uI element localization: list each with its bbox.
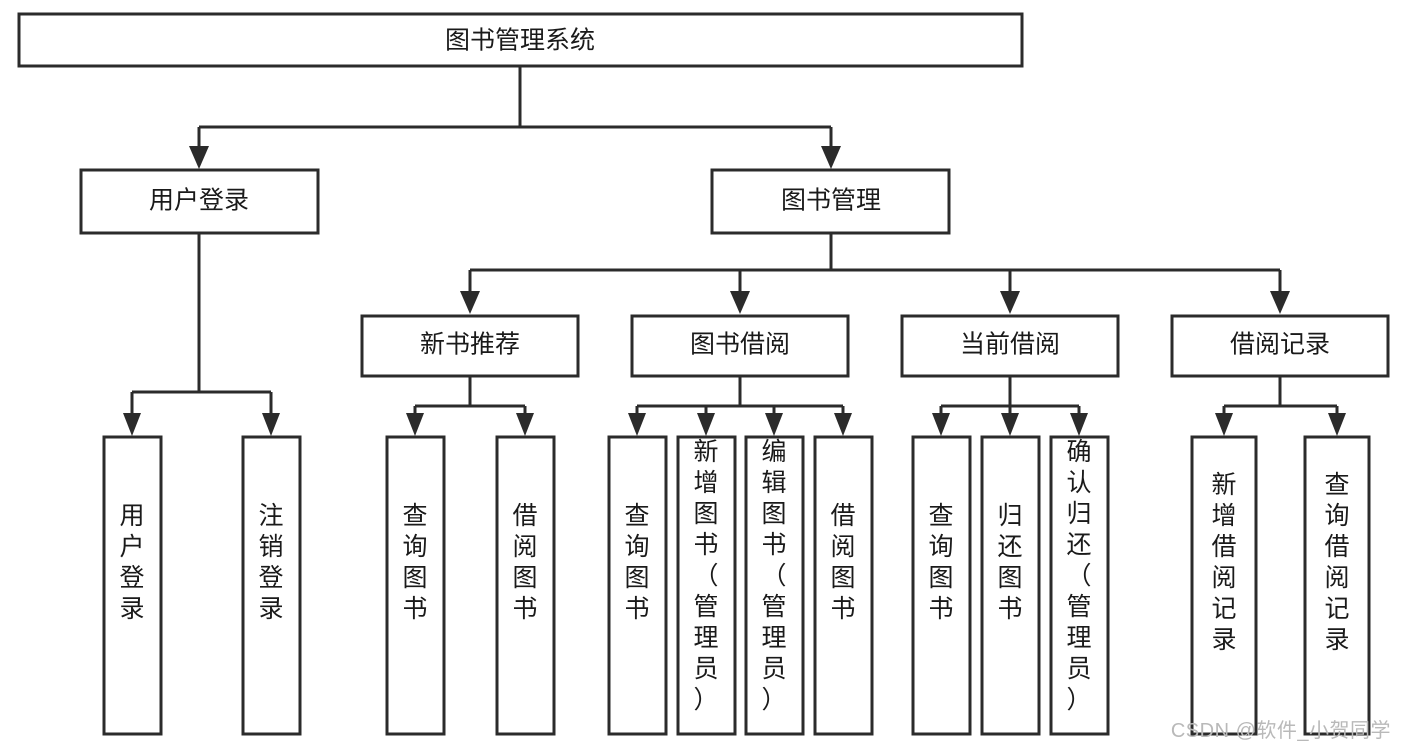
node-leaf-add-book-box[interactable] xyxy=(676,435,737,736)
node-leaf-add-record[interactable]: 新增借阅记录 xyxy=(1190,435,1258,736)
arrowhead-leaf-query-book-2 xyxy=(628,413,646,436)
node-current-borrow[interactable]: 当前借阅 xyxy=(900,314,1120,378)
arrowhead-user-login xyxy=(189,146,209,169)
connector-group-new-book-rec-to-leaves xyxy=(406,376,534,436)
node-leaf-logout[interactable]: 注销登录 xyxy=(241,435,302,736)
node-book-manage-label: 图书管理 xyxy=(781,187,881,215)
node-leaf-user-login-label: 用户登录 xyxy=(119,502,144,623)
node-book-manage-box[interactable] xyxy=(710,168,951,235)
node-leaf-query-book-2-label: 查询图书 xyxy=(624,502,649,623)
node-leaf-edit-book-box[interactable] xyxy=(744,435,805,736)
node-leaf-add-record-label: 新增借阅记录 xyxy=(1211,471,1236,654)
node-new-book-rec-box[interactable] xyxy=(360,314,580,378)
node-root-box[interactable] xyxy=(17,12,1024,68)
node-leaf-confirm-return-box[interactable] xyxy=(1049,435,1110,736)
arrowhead-borrow-record xyxy=(1270,291,1290,314)
node-leaf-query-book-3-label: 查询图书 xyxy=(928,502,953,623)
connector-group-book-borrow-to-leaves xyxy=(628,376,852,436)
arrowhead-leaf-user-login xyxy=(123,413,141,436)
node-leaf-confirm-return[interactable]: 确认归还（管理员） xyxy=(1049,435,1110,736)
node-leaf-query-book-1-box[interactable] xyxy=(385,435,446,736)
connector-group-root-to-level2 xyxy=(189,66,841,169)
node-new-book-rec-label: 新书推荐 xyxy=(420,331,520,359)
node-leaf-edit-book-label: 编辑图书（管理员） xyxy=(761,438,786,714)
arrowhead-book-manage xyxy=(821,146,841,169)
node-book-borrow-label: 图书借阅 xyxy=(690,331,790,359)
node-borrow-record[interactable]: 借阅记录 xyxy=(1170,314,1390,378)
node-new-book-rec[interactable]: 新书推荐 xyxy=(360,314,580,378)
node-root[interactable]: 图书管理系统 xyxy=(17,12,1024,68)
node-leaf-query-record-box[interactable] xyxy=(1303,435,1371,736)
node-leaf-query-book-3[interactable]: 查询图书 xyxy=(911,435,972,736)
arrowhead-current-borrow xyxy=(1000,291,1020,314)
node-leaf-add-book-label: 新增图书（管理员） xyxy=(693,438,718,714)
node-leaf-borrow-book-1-box[interactable] xyxy=(495,435,556,736)
node-leaf-borrow-book-2[interactable]: 借阅图书 xyxy=(813,435,874,736)
node-book-manage[interactable]: 图书管理 xyxy=(710,168,951,235)
arrowhead-leaf-logout xyxy=(262,413,280,436)
arrowhead-leaf-edit-book xyxy=(765,413,783,436)
node-leaf-borrow-book-2-label: 借阅图书 xyxy=(830,502,855,623)
node-current-borrow-box[interactable] xyxy=(900,314,1120,378)
arrowhead-leaf-return-book xyxy=(1001,413,1019,436)
arrowhead-book-borrow xyxy=(730,291,750,314)
connector-group-borrow-record-to-leaves xyxy=(1215,376,1346,436)
arrowhead-leaf-query-book-3 xyxy=(932,413,950,436)
node-book-borrow-box[interactable] xyxy=(630,314,850,378)
node-leaf-logout-label: 注销登录 xyxy=(258,502,283,623)
node-leaf-borrow-book-1-label: 借阅图书 xyxy=(512,502,537,623)
node-borrow-record-label: 借阅记录 xyxy=(1230,331,1330,359)
node-user-login-label: 用户登录 xyxy=(149,187,249,215)
arrowhead-new-book-rec xyxy=(460,291,480,314)
arrowhead-leaf-confirm-return xyxy=(1070,413,1088,436)
node-user-login-box[interactable] xyxy=(79,168,320,235)
node-leaf-user-login[interactable]: 用户登录 xyxy=(102,435,163,736)
node-leaf-confirm-return-label: 确认归还（管理员） xyxy=(1066,438,1091,714)
connector-group-user-login-to-leaves xyxy=(123,233,280,436)
arrowhead-leaf-add-record xyxy=(1215,413,1233,436)
arrowhead-leaf-borrow-book-2 xyxy=(834,413,852,436)
node-leaf-user-login-box[interactable] xyxy=(102,435,163,736)
arrowhead-leaf-borrow-book-1 xyxy=(516,413,534,436)
node-current-borrow-label: 当前借阅 xyxy=(960,331,1060,359)
node-leaf-query-book-2-box[interactable] xyxy=(607,435,668,736)
node-leaf-query-book-2[interactable]: 查询图书 xyxy=(607,435,668,736)
node-root-label: 图书管理系统 xyxy=(445,27,595,55)
node-leaf-query-record-label: 查询借阅记录 xyxy=(1324,471,1349,654)
arrowhead-leaf-add-book xyxy=(697,413,715,436)
node-leaf-query-book-3-box[interactable] xyxy=(911,435,972,736)
node-leaf-query-book-1-label: 查询图书 xyxy=(402,502,427,623)
node-leaf-logout-box[interactable] xyxy=(241,435,302,736)
node-book-borrow[interactable]: 图书借阅 xyxy=(630,314,850,378)
node-leaf-query-record[interactable]: 查询借阅记录 xyxy=(1303,435,1371,736)
node-leaf-return-book-label: 归还图书 xyxy=(997,502,1022,623)
node-leaf-add-book[interactable]: 新增图书（管理员） xyxy=(676,435,737,736)
node-leaf-add-record-box[interactable] xyxy=(1190,435,1258,736)
node-leaf-query-book-1[interactable]: 查询图书 xyxy=(385,435,446,736)
connector-group-book-manage-to-level3 xyxy=(460,233,1290,314)
node-borrow-record-box[interactable] xyxy=(1170,314,1390,378)
node-leaf-return-book-box[interactable] xyxy=(980,435,1041,736)
node-user-login[interactable]: 用户登录 xyxy=(79,168,320,235)
arrowhead-leaf-query-record xyxy=(1328,413,1346,436)
node-leaf-return-book[interactable]: 归还图书 xyxy=(980,435,1041,736)
node-leaf-borrow-book-1[interactable]: 借阅图书 xyxy=(495,435,556,736)
node-leaf-borrow-book-2-box[interactable] xyxy=(813,435,874,736)
node-leaf-edit-book[interactable]: 编辑图书（管理员） xyxy=(744,435,805,736)
arrowhead-leaf-query-book-1 xyxy=(406,413,424,436)
connector-group-current-borrow-to-leaves xyxy=(932,376,1088,436)
